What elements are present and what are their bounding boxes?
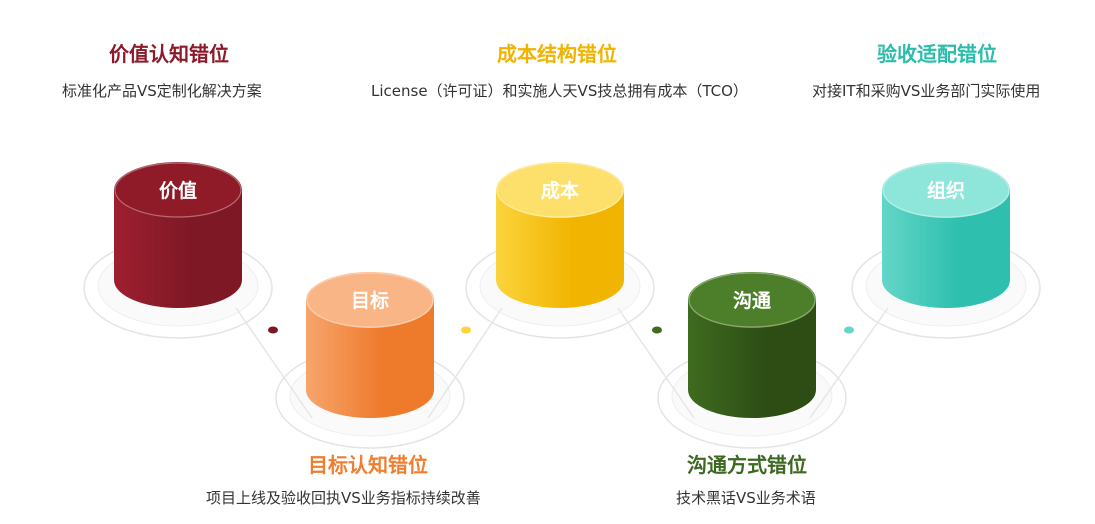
link-value-target-dot — [268, 326, 278, 334]
cost-cylinder-rim — [496, 162, 624, 218]
comm-desc: 技术黑话VS业务术语 — [676, 489, 816, 507]
link-cost-comm-dot — [652, 326, 662, 334]
org-cylinder-rim — [882, 162, 1010, 218]
cost-title: 成本结构错位 — [497, 42, 617, 66]
link-value-target — [235, 307, 313, 419]
link-target-cost-dot — [461, 326, 471, 334]
cost-cylinder-body — [496, 190, 624, 308]
value-cylinder-body — [114, 190, 242, 308]
target-cylinder-top — [306, 272, 434, 328]
target-cylinder: 目标 — [306, 272, 434, 418]
comm-cylinder-top — [688, 272, 816, 328]
value-cylinder-label: 价值 — [159, 179, 197, 202]
target-cylinder-label: 目标 — [351, 290, 389, 312]
org-cylinder-label: 组织 — [927, 179, 965, 202]
link-comm-org-dot — [844, 326, 854, 334]
cost-cylinder-top — [496, 162, 624, 218]
link-target-cost — [427, 307, 503, 419]
target-desc: 项目上线及验收回执VS业务指标持续改善 — [206, 489, 481, 507]
org-title: 验收适配错位 — [877, 42, 997, 66]
org-cylinder: 组织 — [882, 162, 1010, 308]
value-cylinder-rim — [114, 162, 242, 218]
comm-cylinder-rim — [688, 272, 816, 328]
value-title: 价值认知错位 — [109, 42, 229, 66]
value-desc: 标准化产品VS定制化解决方案 — [62, 82, 262, 100]
org-cylinder-top — [882, 162, 1010, 218]
value-cylinder: 价值 — [114, 162, 242, 308]
target-cylinder-body — [306, 300, 434, 418]
link-cost-comm — [617, 307, 695, 419]
link-comm-org — [809, 307, 889, 419]
value-cylinder-top — [114, 162, 242, 218]
cost-cylinder: 成本 — [496, 162, 624, 308]
comm-cylinder-label: 沟通 — [733, 289, 772, 312]
cost-desc: License（许可证）和实施人天VS技总拥有成本（TCO） — [371, 82, 748, 100]
target-cylinder-rim — [306, 272, 434, 328]
cost-cylinder-label: 成本 — [541, 179, 579, 202]
org-desc: 对接IT和采购VS业务部门实际使用 — [812, 82, 1041, 100]
comm-cylinder: 沟通 — [688, 272, 816, 418]
comm-title: 沟通方式错位 — [687, 453, 807, 477]
org-cylinder-body — [882, 190, 1010, 308]
target-title: 目标认知错位 — [308, 453, 428, 477]
comm-cylinder-body — [688, 300, 816, 418]
